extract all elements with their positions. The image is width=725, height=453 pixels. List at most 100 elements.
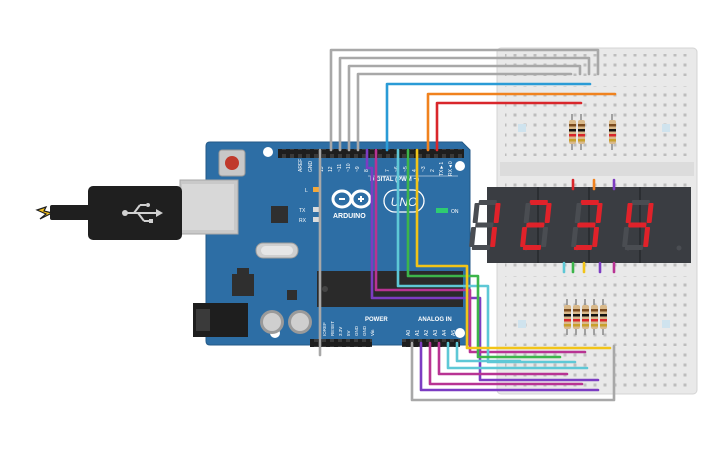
led-tx	[313, 207, 321, 212]
pin-label: AREF	[298, 159, 304, 172]
arduino-infinity-icon	[331, 189, 372, 209]
pin-label: ~9	[355, 166, 361, 172]
breadboard-channel	[500, 162, 694, 176]
pin-label: Vin	[370, 329, 375, 336]
segment-e	[622, 227, 630, 247]
led-rx	[313, 217, 321, 222]
seven-segment-display[interactable]	[469, 187, 691, 263]
segment-dp	[676, 245, 682, 251]
usb-cable[interactable]	[35, 186, 182, 240]
segment-c	[490, 227, 498, 247]
display-digit-4	[622, 200, 682, 251]
segment-a	[580, 200, 599, 205]
wire-purple[interactable]	[419, 341, 600, 392]
segment-g	[628, 222, 647, 228]
pin-label: IOREF	[322, 322, 327, 336]
segment-c	[643, 227, 651, 247]
resistor[interactable]	[591, 299, 598, 335]
wire-gray[interactable]	[410, 341, 616, 402]
resistor[interactable]	[578, 114, 585, 150]
segment-d	[624, 245, 644, 250]
wire-gray[interactable]	[338, 56, 591, 152]
segment-f	[574, 203, 582, 223]
breadboard-upper-terminal[interactable]	[505, 86, 690, 156]
brand-label: ARDUINO	[333, 213, 366, 220]
wire-cyan[interactable]	[446, 341, 589, 370]
segment-d	[522, 245, 542, 250]
wire-gray[interactable]	[356, 72, 573, 152]
segment-c	[592, 227, 600, 247]
power-pin-labels: IOREF RESET 3.3V 5V GND GND Vin	[322, 321, 375, 336]
crystal-oscillator	[255, 242, 299, 259]
resistor[interactable]	[564, 299, 571, 335]
pin-label: A4	[442, 330, 448, 336]
digital-header[interactable]	[278, 149, 464, 158]
pin-label: RESET	[330, 321, 335, 336]
wire-red[interactable]	[435, 101, 583, 152]
wire-green[interactable]	[406, 148, 562, 359]
resistor[interactable]	[569, 114, 576, 150]
led-l	[313, 187, 321, 192]
pin-label: 5V	[346, 330, 351, 336]
wire-magenta[interactable]	[437, 341, 569, 376]
rail-marker	[518, 320, 526, 328]
resistor-group-top[interactable]	[569, 114, 616, 150]
usb-port[interactable]	[179, 179, 239, 235]
resistor-group-bottom[interactable]	[564, 299, 607, 335]
pin-label: ~10	[346, 163, 352, 172]
voltage-regulator	[232, 274, 254, 296]
resistor[interactable]	[582, 299, 589, 335]
digital-section-label: DIGITAL (PWM ~)	[370, 177, 419, 183]
pin-label: A1	[415, 330, 421, 336]
segment-c	[541, 227, 549, 247]
analog-section-label: ANALOG IN	[418, 317, 452, 323]
pin-label: 4	[412, 169, 418, 172]
wire-yellow[interactable]	[415, 148, 612, 350]
pin-label: ~3	[421, 166, 427, 172]
wire-blue[interactable]	[385, 82, 592, 152]
segment-b	[544, 203, 552, 223]
pin-label: ~11	[337, 164, 343, 172]
wire-magenta[interactable]	[428, 341, 584, 386]
rail-marker	[662, 320, 670, 328]
capacitor	[288, 310, 312, 334]
regulator-tab	[237, 268, 249, 274]
usb-icon	[122, 203, 163, 223]
small-chip	[287, 290, 297, 300]
segment-g	[577, 222, 596, 228]
wire-gray[interactable]	[347, 64, 582, 152]
pin-label: GND	[308, 161, 314, 173]
wire-gray[interactable]	[329, 48, 600, 152]
resistor[interactable]	[609, 114, 616, 150]
wire-purple[interactable]	[365, 148, 600, 382]
wire-cyan[interactable]	[455, 341, 522, 363]
power-jack-icon[interactable]	[193, 303, 248, 337]
segment-e	[520, 227, 528, 247]
model-label: UNO	[391, 195, 418, 209]
pin-label: A0	[406, 330, 412, 336]
resistor[interactable]	[600, 299, 607, 335]
usb-cable-strain	[50, 205, 90, 220]
segment-a	[478, 200, 497, 205]
pin-label: 12	[328, 166, 334, 172]
pin-label: ~5	[403, 166, 409, 172]
mounting-hole	[455, 328, 465, 338]
segment-e	[469, 227, 477, 247]
pin-label: GND	[362, 325, 367, 336]
power-header[interactable]	[310, 339, 372, 347]
pin-label: GND	[354, 325, 359, 336]
segment-f	[472, 203, 480, 223]
resistor[interactable]	[573, 299, 580, 335]
segment-f	[523, 203, 531, 223]
wire-magenta[interactable]	[374, 148, 587, 354]
wire-orange[interactable]	[426, 92, 617, 152]
reset-button[interactable]	[218, 149, 246, 177]
capacitor	[260, 310, 284, 334]
segment-f	[625, 203, 633, 223]
pin-label: A5	[451, 330, 457, 336]
power-bolt-icon	[35, 205, 54, 220]
arduino-uno-board[interactable]: AREF GND 13 12 ~11 ~10 ~9 8 7 ~6 ~5 4 ~3…	[179, 141, 471, 347]
rx-label: RX	[299, 218, 307, 224]
segment-b	[493, 203, 501, 223]
